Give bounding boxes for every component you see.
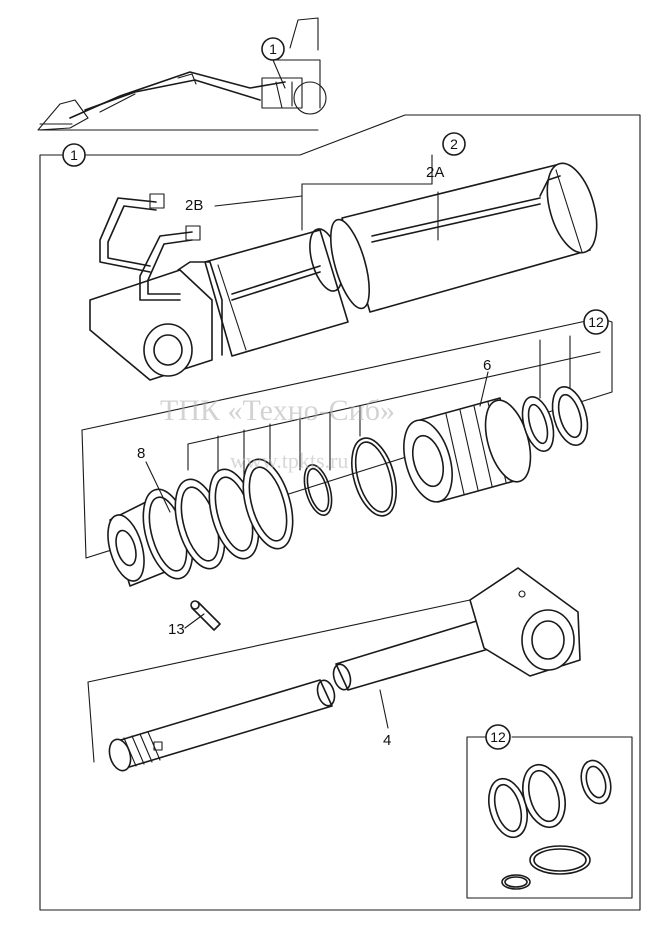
watermark-url: www.tpkts.ru: [230, 448, 348, 473]
machine-thumbnail: [37, 17, 327, 131]
callout-4: 4: [379, 689, 391, 749]
rod-panel: [87, 599, 471, 763]
seals-right: [521, 386, 589, 452]
callout-12-main: 12: [583, 309, 609, 335]
watermark-company: ТПК «Техно-Сиб»: [160, 394, 395, 427]
callout-2-group: 2 2A 2B: [185, 132, 466, 241]
piston-seal-stack: [107, 458, 294, 587]
callout-6: 6: [479, 357, 491, 407]
callout-seal-kit-inset: 12: [490, 729, 506, 745]
label-pin: 13: [168, 621, 185, 638]
callout-seal-kit: 12: [588, 314, 604, 330]
cylinder-assembly: [89, 162, 598, 381]
piston: [403, 397, 532, 503]
frame: 1: [39, 114, 641, 911]
piston-rod: [108, 567, 581, 772]
label-barrel: 2A: [426, 164, 444, 181]
label-piston: 6: [483, 357, 491, 374]
callout-frame: 1: [70, 147, 78, 163]
callout-cylinder: 2: [450, 136, 458, 152]
pin: 13: [168, 600, 221, 638]
label-pipes: 2B: [185, 197, 203, 214]
seal-kit-inset: 12: [466, 724, 633, 899]
callout-8: 8: [137, 445, 171, 513]
label-rod: 4: [383, 732, 391, 749]
label-piston-seals: 8: [137, 445, 145, 462]
machine-callout: 1: [261, 37, 286, 89]
callout-machine: 1: [269, 41, 277, 57]
o-rings: [303, 437, 397, 517]
